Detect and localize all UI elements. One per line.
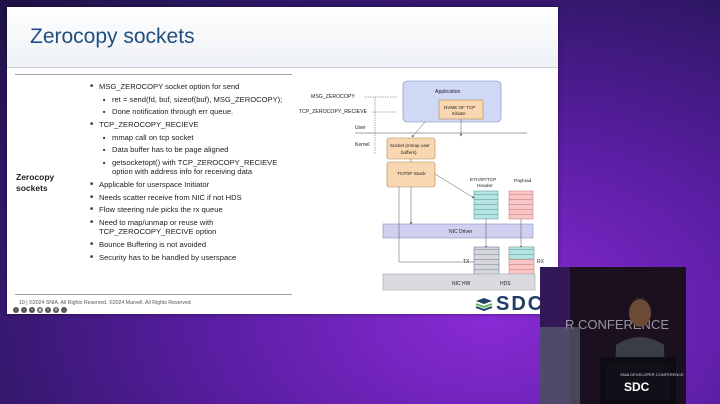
bullet-item: MSG_ZEROCOPY socket option for send [90, 82, 290, 92]
arrow-app-to-socket [411, 121, 426, 138]
bullet-item: Done notification through err queue. [103, 107, 290, 117]
topic-label: Zerocopy sockets [16, 172, 54, 194]
architecture-diagram: MSG_ZEROCOPY TCP_ZEROCOPY_RECIEVE Applic… [299, 80, 545, 291]
bullet-item: Need to map/unmap or reuse with TCP_ZERO… [90, 218, 290, 237]
socket-label-line2: buffers) [401, 150, 417, 155]
bullet-item: Flow steering rule picks the rx queue [90, 205, 290, 215]
prev-icon[interactable]: ‹ [13, 307, 19, 313]
bullet-item: ret = send(fd, buf, sizeof(buf), MSG_ZER… [103, 95, 290, 105]
kernel-label: Kernel [355, 142, 369, 148]
settings-icon[interactable]: ⚙ [53, 307, 59, 313]
topic-label-line2: sockets [16, 183, 48, 193]
zoom-icon[interactable]: + [29, 307, 35, 313]
bullet-item: Bounce Buffering is not avoided [90, 240, 290, 250]
sdc-logo: SDC [475, 293, 544, 314]
nic-driver-label: NIC Driver [449, 229, 473, 235]
slide-title: Zerocopy sockets [30, 25, 195, 48]
bullet-item: Needs scatter receive from NIC if not HD… [90, 193, 290, 203]
title-bar: Zerocopy sockets [7, 7, 558, 68]
eth-header-label-line2: Header [477, 183, 493, 189]
rx-header-segment [508, 246, 535, 260]
payload-buffer [508, 190, 534, 220]
user-label: User [355, 125, 366, 131]
tx-label: TX [463, 259, 470, 265]
bullet-item: Security has to be handled by userspace [90, 253, 290, 263]
topic-label-line1: Zerocopy [16, 172, 55, 182]
grid-icon[interactable]: ▦ [37, 307, 43, 313]
slide-footer: 10 | ©2024 SNIA. All Rights Reserved. ©2… [19, 300, 191, 306]
menu-icon[interactable]: ≡ [45, 307, 51, 313]
bullet-item: TCP_ZEROCOPY_RECIEVE [90, 120, 290, 130]
nvme-label-line1: NVME OF TCP [444, 105, 475, 110]
sdc-logo-icon [475, 298, 493, 312]
divider-bottom [15, 294, 292, 295]
bullet-list: MSG_ZEROCOPY socket option for send ret … [90, 82, 290, 266]
eth-header-label-line1: ETH/IP/TCP [470, 177, 496, 183]
nic-hw-label: NIC HW [452, 281, 471, 287]
nvme-label-line2: Initiator [452, 111, 466, 116]
payload-label: Payload [514, 178, 532, 184]
divider-top [15, 74, 292, 75]
presentation-controls: ‹ › + ▦ ≡ ⚙ … [13, 307, 67, 313]
bullet-item: mmap call on tcp socket [103, 133, 290, 143]
msg-zerocopy-label: MSG_ZEROCOPY [311, 94, 355, 100]
bullet-item: getsocketopt() with TCP_ZEROCOPY_RECIEVE… [103, 158, 290, 177]
tcp-zerocopy-label: TCP_ZEROCOPY_RECIEVE [299, 109, 368, 115]
socket-label-line1: Socket (mmap user [390, 143, 430, 148]
bullet-item: Data buffer has to be page aligned [103, 145, 290, 155]
application-label: Application [435, 89, 460, 95]
next-icon[interactable]: › [21, 307, 27, 313]
speaker-video: R CONFERENCE SNIA DEVELOPER CONFERENCE S… [540, 267, 686, 404]
tcpip-stack-label: TCP/IP Stack [397, 171, 426, 177]
rx-label: RX [537, 259, 545, 265]
header-buffer [473, 190, 499, 220]
nic-hw-box [382, 273, 536, 291]
podium-logo: SDC [624, 380, 650, 394]
more-icon[interactable]: … [61, 307, 67, 313]
bullet-item: Applicable for userspace Initiator [90, 180, 290, 190]
speaker-scene: R CONFERENCE SNIA DEVELOPER CONFERENCE S… [540, 267, 686, 404]
arrow-stack-to-header [434, 173, 475, 199]
conference-backdrop-text: R CONFERENCE [565, 317, 669, 332]
hds-label: HDS [500, 281, 511, 287]
podium-text: SNIA DEVELOPER CONFERENCE [620, 372, 684, 377]
slide: Zerocopy sockets Zerocopy sockets MSG_ZE… [7, 7, 558, 314]
socket-box [386, 137, 436, 160]
sdc-logo-text: SDC [496, 293, 545, 314]
nic-driver-box [382, 223, 534, 239]
